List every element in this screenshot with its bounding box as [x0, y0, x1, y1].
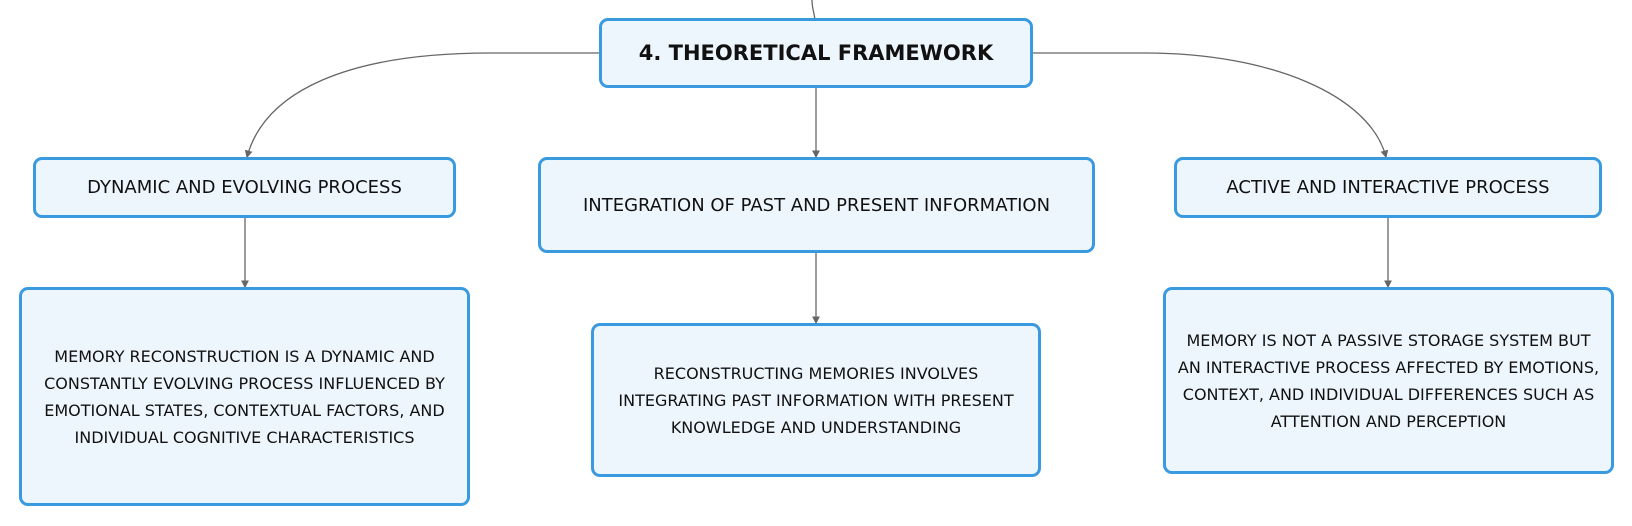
- detail-text: MEMORY RECONSTRUCTION IS A DYNAMIC AND C…: [44, 346, 445, 447]
- root-node[interactable]: 4. THEORETICAL FRAMEWORK: [599, 18, 1033, 88]
- branch-node-active[interactable]: ACTIVE AND INTERACTIVE PROCESS: [1174, 157, 1602, 218]
- branch-label: INTEGRATION OF PAST AND PRESENT INFORMAT…: [582, 194, 1051, 216]
- connector-root-left: [244, 52, 600, 159]
- branch-node-integration[interactable]: INTEGRATION OF PAST AND PRESENT INFORMAT…: [538, 157, 1095, 253]
- detail-text: RECONSTRUCTING MEMORIES INVOLVES INTEGRA…: [618, 363, 1014, 437]
- branch-label: DYNAMIC AND EVOLVING PROCESS: [87, 177, 402, 198]
- connector-root-right: [1032, 52, 1389, 159]
- branch-node-dynamic[interactable]: DYNAMIC AND EVOLVING PROCESS: [33, 157, 456, 218]
- detail-node-active[interactable]: MEMORY IS NOT A PASSIVE STORAGE SYSTEM B…: [1163, 287, 1614, 474]
- detail-node-dynamic[interactable]: MEMORY RECONSTRUCTION IS A DYNAMIC AND C…: [19, 287, 470, 506]
- root-title: 4. THEORETICAL FRAMEWORK: [638, 41, 994, 65]
- detail-text: MEMORY IS NOT A PASSIVE STORAGE SYSTEM B…: [1177, 330, 1600, 431]
- detail-node-integration[interactable]: RECONSTRUCTING MEMORIES INVOLVES INTEGRA…: [591, 323, 1041, 477]
- connector-parent: [811, 0, 816, 21]
- branch-label: ACTIVE AND INTERACTIVE PROCESS: [1226, 177, 1550, 198]
